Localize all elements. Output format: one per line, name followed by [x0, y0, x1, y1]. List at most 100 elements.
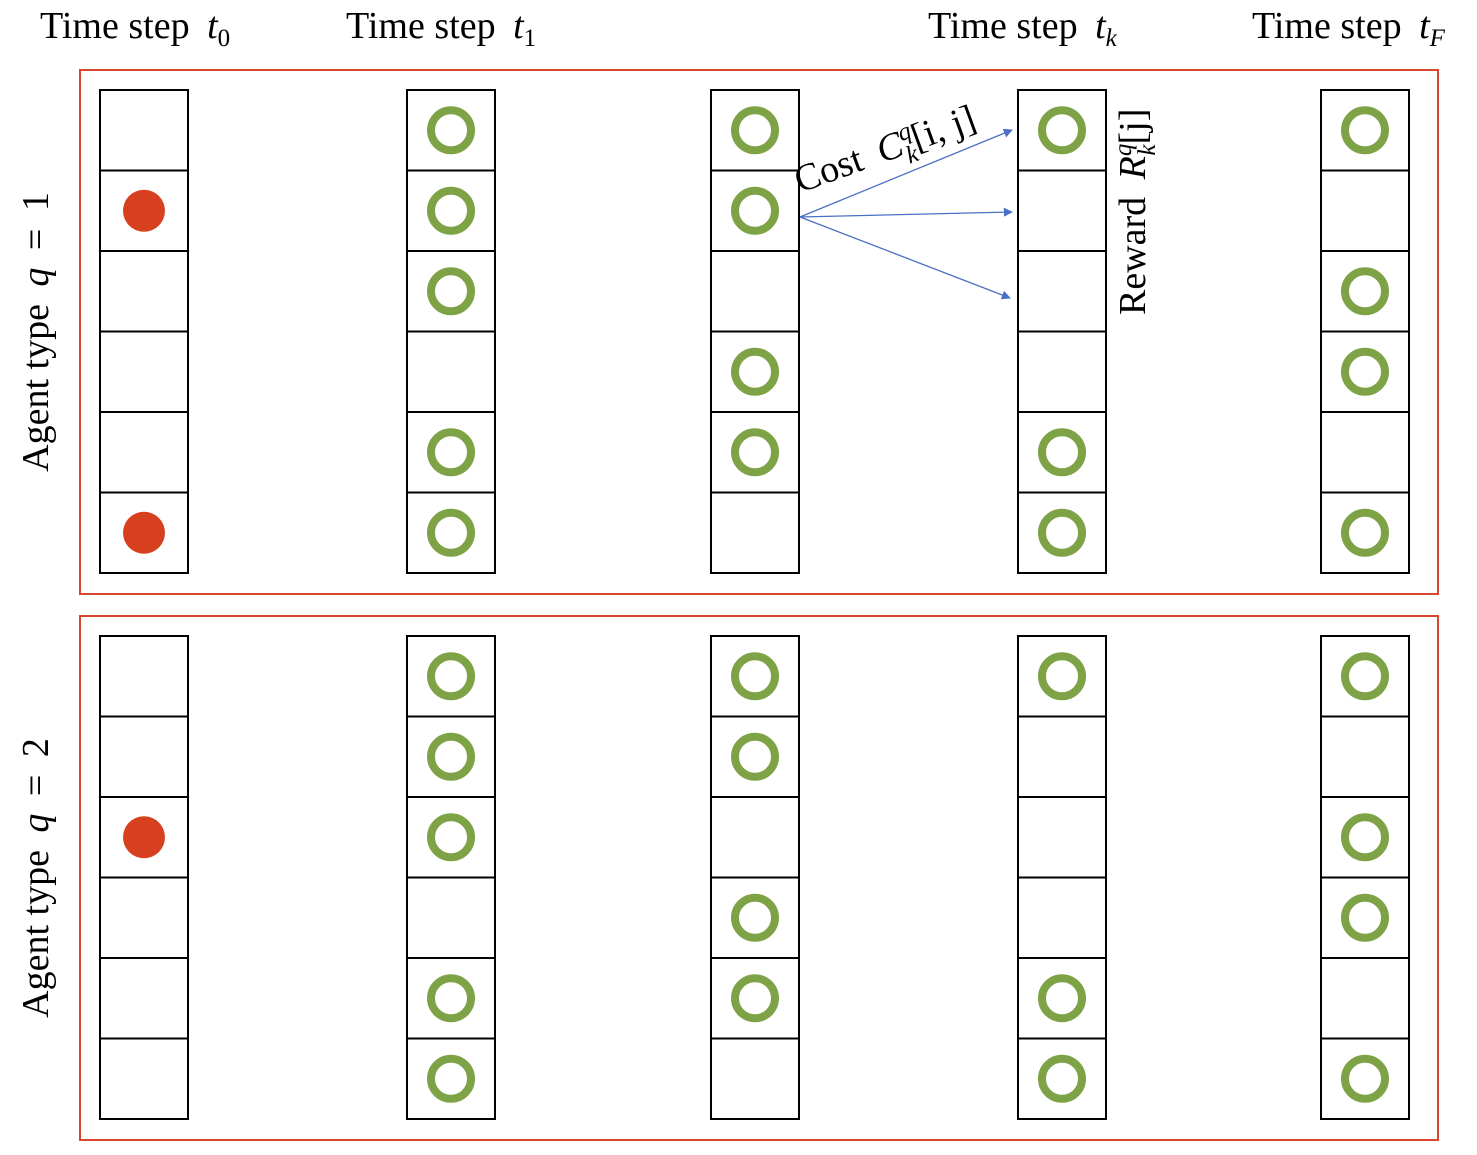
grid-cell — [710, 635, 800, 718]
grid-cell — [1320, 411, 1410, 494]
header-time-step-t1: Time step t1 — [346, 5, 536, 52]
task-marker — [1341, 106, 1389, 155]
grid-cell — [406, 491, 496, 574]
agent-type-1-panel — [79, 69, 1439, 595]
agent-type-2-label: Agent type q = 2 — [15, 738, 57, 1018]
grid-cell — [99, 876, 189, 959]
grid-cell — [1017, 411, 1107, 494]
task-marker — [1038, 508, 1086, 557]
task-marker — [1341, 267, 1389, 316]
grid-cell — [1320, 957, 1410, 1040]
grid-cell — [99, 330, 189, 413]
task-marker — [731, 732, 779, 781]
grid-cell — [1320, 635, 1410, 718]
agent-marker — [123, 511, 165, 554]
grid-cell — [1320, 250, 1410, 333]
grid-cell — [710, 796, 800, 879]
grid-cell — [99, 715, 189, 798]
task-marker — [1038, 1054, 1086, 1103]
grid-cell — [1320, 876, 1410, 959]
task-marker — [731, 974, 779, 1023]
agent-type-2-grid — [99, 635, 1410, 1120]
task-marker — [427, 186, 475, 235]
task-marker — [731, 106, 779, 155]
agent-type-1-grid — [99, 89, 1410, 574]
grid-cell — [1017, 169, 1107, 252]
grid-cell — [406, 1037, 496, 1120]
grid-cell — [710, 411, 800, 494]
grid-cell — [1017, 796, 1107, 879]
grid-cell — [1017, 715, 1107, 798]
task-marker — [1341, 893, 1389, 942]
reward-annotation: Reward Rqk[j] — [1110, 109, 1161, 315]
agent-type-1-label: Agent type q = 1 — [15, 192, 57, 472]
grid-cell — [1320, 1037, 1410, 1120]
cost-arrow-middle — [799, 207, 1013, 218]
task-marker — [427, 732, 475, 781]
grid-cell — [406, 330, 496, 413]
agent-marker — [123, 189, 165, 232]
grid-cell — [99, 1037, 189, 1120]
task-marker — [731, 347, 779, 396]
grid-cell — [710, 89, 800, 172]
grid-cell — [1017, 957, 1107, 1040]
task-marker — [1341, 1054, 1389, 1103]
grid-cell — [1017, 330, 1107, 413]
task-marker — [1038, 652, 1086, 701]
task-marker — [1038, 106, 1086, 155]
grid-cell — [1320, 169, 1410, 252]
grid-cell — [406, 796, 496, 879]
task-marker — [1341, 652, 1389, 701]
task-marker — [427, 508, 475, 557]
header-time-step-tk: Time step tk — [928, 5, 1118, 52]
cost-annotation: Cost Cqk[i, j] — [788, 95, 984, 208]
grid-cell — [710, 1037, 800, 1120]
grid-cell — [406, 635, 496, 718]
grid-cell — [406, 169, 496, 252]
grid-cell — [710, 250, 800, 333]
grid-cell — [99, 796, 189, 879]
task-marker — [731, 428, 779, 477]
grid-cell — [710, 169, 800, 252]
task-marker — [1038, 974, 1086, 1023]
grid-cell — [99, 250, 189, 333]
grid-cell — [710, 491, 800, 574]
task-marker — [427, 652, 475, 701]
grid-cell — [406, 411, 496, 494]
grid-cell — [406, 876, 496, 959]
grid-cell — [99, 89, 189, 172]
cost-arrow-bottom — [799, 216, 1011, 300]
task-marker — [427, 428, 475, 477]
task-marker — [427, 974, 475, 1023]
grid-cell — [406, 250, 496, 333]
task-marker — [427, 267, 475, 316]
grid-cell — [406, 715, 496, 798]
task-marker — [1038, 428, 1086, 477]
task-marker — [427, 1054, 475, 1103]
grid-cell — [406, 89, 496, 172]
grid-cell — [710, 715, 800, 798]
cost-arrow-top — [799, 128, 1013, 218]
grid-cell — [1017, 1037, 1107, 1120]
grid-cell — [1017, 491, 1107, 574]
task-marker — [731, 893, 779, 942]
grid-cell — [406, 957, 496, 1040]
grid-cell — [1017, 876, 1107, 959]
grid-cell — [99, 635, 189, 718]
task-marker — [731, 652, 779, 701]
task-marker — [1341, 508, 1389, 557]
task-marker — [427, 813, 475, 862]
task-marker — [1341, 813, 1389, 862]
task-marker — [731, 186, 779, 235]
grid-cell — [1017, 635, 1107, 718]
grid-cell — [1017, 89, 1107, 172]
task-marker — [1341, 347, 1389, 396]
grid-cell — [1320, 796, 1410, 879]
grid-cell — [710, 957, 800, 1040]
grid-cell — [99, 411, 189, 494]
grid-cell — [1320, 715, 1410, 798]
grid-cell — [710, 876, 800, 959]
agent-type-2-panel — [79, 615, 1439, 1141]
agent-marker — [123, 816, 165, 859]
